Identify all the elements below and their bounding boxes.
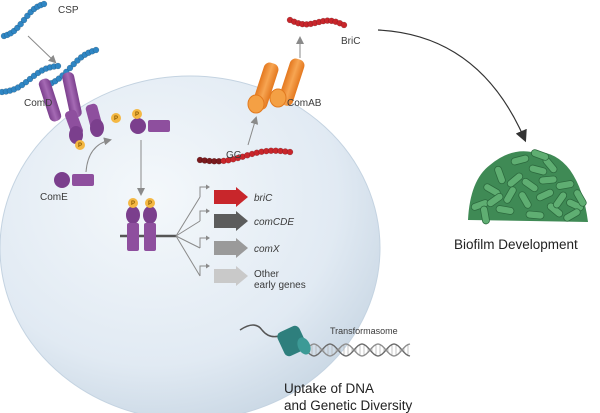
comd-receptor	[38, 72, 104, 144]
biofilm-illustration	[468, 149, 588, 225]
svg-text:P: P	[131, 201, 135, 207]
promoter-icon	[199, 265, 206, 276]
come-dimer-on-dna: P P	[120, 198, 176, 251]
regulon-branches	[175, 196, 201, 277]
incoming-dna-tail	[239, 324, 283, 338]
gene-arrow	[214, 266, 248, 286]
comd-label: ComD	[24, 98, 52, 109]
precursor-to-comab-arrow	[247, 116, 259, 146]
svg-text:P: P	[148, 201, 152, 207]
uptake-label-line1: Uptake of DNA	[284, 381, 374, 396]
come-phosphorylated: P	[130, 109, 170, 134]
come-protein	[54, 172, 94, 188]
svg-text:P: P	[135, 112, 139, 118]
come-label: ComE	[40, 192, 68, 203]
phosphate-icon: P	[75, 140, 85, 150]
promoter-icon	[199, 186, 206, 197]
cell-body	[0, 75, 381, 413]
gene-label-line2: early genes	[254, 280, 306, 291]
gene-item: comX	[199, 235, 280, 258]
uptake-label-line2: and Genetic Diversity	[284, 398, 413, 413]
gene-label: Other	[254, 269, 280, 280]
gene-item: briC	[199, 184, 273, 207]
bric-precursor-peptide	[196, 147, 294, 165]
gene-arrow	[214, 238, 248, 258]
transformasome-label: Transformasome	[330, 326, 398, 336]
dna-strand	[305, 343, 411, 357]
bric-peptide-exported	[286, 16, 348, 29]
transformasome-complex	[277, 325, 311, 357]
phosphotransfer-arrow	[85, 137, 112, 173]
gg-label: GG	[226, 150, 242, 161]
bric-label: BriC	[341, 36, 360, 47]
phosphate-icon: P	[111, 113, 121, 123]
comab-label: ComAB	[287, 98, 322, 109]
comab-transporter	[247, 58, 305, 114]
csp-label: CSP	[58, 5, 79, 16]
gene-label: briC	[254, 193, 273, 204]
bric-to-biofilm-arrow	[377, 29, 527, 143]
csp-arrow	[27, 35, 57, 64]
biofilm-label: Biofilm Development	[454, 237, 578, 252]
csp-peptide-free	[0, 0, 48, 40]
gene-item: comCDE	[199, 208, 294, 231]
gene-arrow	[214, 211, 248, 231]
promoter-icon	[199, 210, 206, 221]
promoter-icon	[199, 237, 206, 248]
svg-text:P: P	[114, 116, 118, 122]
gene-arrow	[214, 187, 248, 207]
gene-label: comCDE	[254, 217, 294, 228]
svg-text:P: P	[78, 143, 82, 149]
csp-peptide-bound-left	[0, 62, 62, 96]
gene-label: comX	[254, 244, 280, 255]
